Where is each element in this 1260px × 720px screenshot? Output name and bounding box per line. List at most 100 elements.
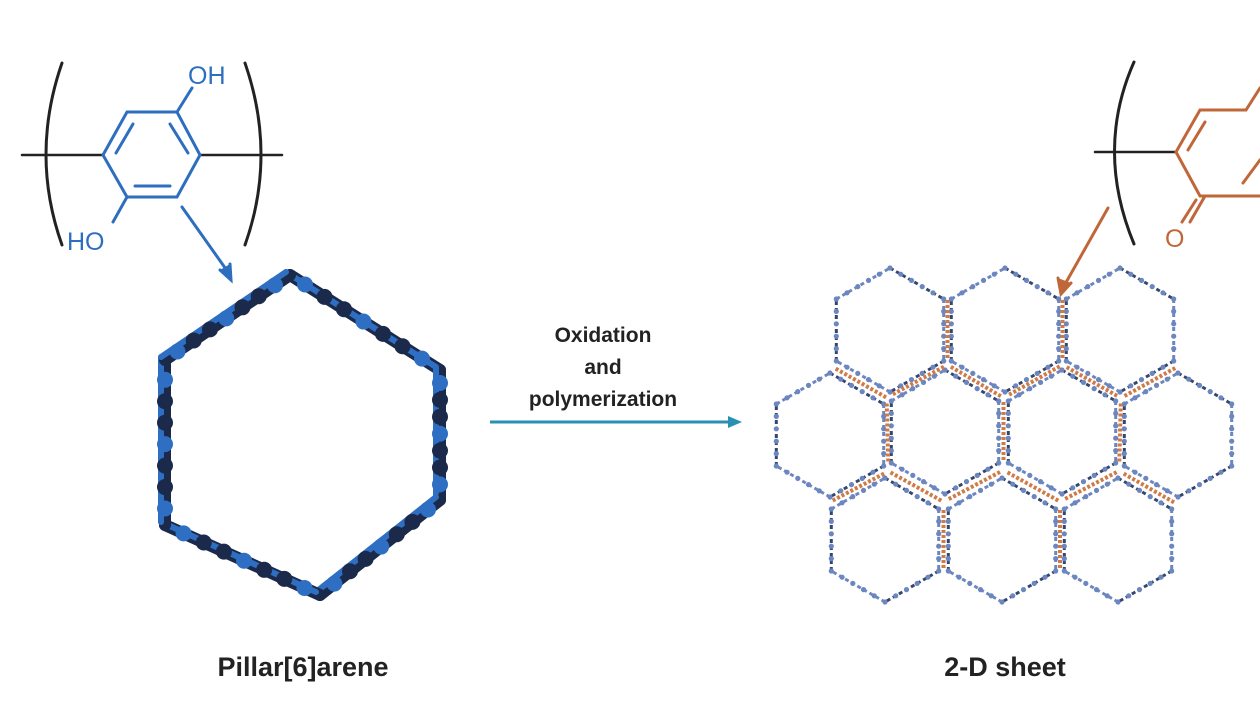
atom-bead (388, 526, 405, 543)
o-label: O (1165, 225, 1184, 253)
atom-bead (336, 301, 352, 318)
sheet-atom (1093, 587, 1100, 593)
sheet-atom (1106, 383, 1112, 389)
sheet-atom (1070, 485, 1076, 491)
sheet-atom (1138, 377, 1145, 383)
sheet-atom (1164, 488, 1170, 494)
sheet-atom (1037, 479, 1044, 485)
sheet-atom (859, 389, 865, 395)
sheet-atom (876, 383, 882, 389)
sheet-atom (865, 377, 872, 383)
sheet-atom (1147, 494, 1153, 500)
sheet-atom (859, 475, 865, 481)
sheet-atom (1128, 271, 1134, 277)
sheet-atom (848, 382, 855, 388)
sheet-atom (1031, 494, 1037, 500)
sheet-atom (898, 271, 904, 277)
reaction-conditions: Oxidation and polymerization (483, 320, 723, 416)
reaction-line-3: polymerization (528, 388, 678, 411)
sheet-atom (1016, 466, 1022, 472)
quinone-linker (946, 470, 1001, 502)
quinone-linker (1120, 470, 1176, 505)
sheet-atom (828, 568, 834, 574)
sheet-atom (919, 284, 925, 290)
sheet-atom (881, 426, 887, 432)
sheet-atom (828, 518, 834, 525)
sheet-atom (1080, 379, 1087, 385)
sheet-atom (844, 364, 850, 370)
sheet-atom (974, 472, 980, 478)
sheet-atom (893, 593, 899, 599)
sheet-atom (1063, 321, 1069, 327)
sheet-atom (1023, 377, 1030, 383)
atom-bead (157, 436, 173, 453)
sheet-atom (1149, 370, 1155, 376)
sheet-atom (1229, 451, 1235, 457)
sheet-atom (1218, 469, 1224, 475)
sheet-atom (970, 370, 976, 376)
sheet-atom (914, 494, 920, 500)
sheet-atom (1164, 376, 1170, 382)
atom-bead (185, 332, 202, 349)
atom-bead (157, 371, 173, 388)
sheet-atom (1169, 506, 1175, 512)
sheet-atom (920, 479, 927, 485)
atom-bead (432, 442, 448, 459)
sheet-atom (1138, 277, 1145, 283)
sheet-atom (988, 481, 994, 487)
sheet-atom (882, 599, 888, 605)
sheet-atom (991, 271, 997, 277)
sheet-atom (1171, 333, 1177, 339)
sheet-atom (936, 568, 942, 574)
sheet-atom (959, 364, 965, 370)
sheet-atom (980, 277, 987, 283)
sheet-atom (838, 376, 844, 382)
sheet-atom (1053, 556, 1059, 562)
sheet-atom (1169, 543, 1175, 549)
sheet-atom (1160, 290, 1166, 296)
sheet-atom (1053, 506, 1059, 512)
sheet-atom (1113, 460, 1119, 466)
atom-bead (157, 393, 173, 410)
sheet-atom (1207, 475, 1213, 481)
2d-sheet-model (773, 265, 1235, 605)
pillar6arene-model (157, 269, 448, 601)
sheet-atom (1113, 448, 1119, 454)
sheet-atom (1171, 346, 1177, 352)
sheet-atom (881, 451, 887, 457)
sheet-atom (1095, 277, 1102, 283)
sheet-atom (1063, 346, 1069, 352)
atom-bead (420, 501, 436, 518)
sheet-atom (948, 346, 954, 352)
atom-bead (414, 350, 430, 367)
sheet-atom (996, 448, 1002, 454)
sheet-atom (996, 423, 1002, 429)
sheet-atom (839, 574, 845, 580)
sheet-atom (773, 463, 779, 469)
sheet-atom (865, 277, 872, 283)
sheet-atom (1002, 389, 1008, 395)
sheet-atom (1102, 466, 1108, 472)
sheet-atom (945, 568, 951, 574)
sheet-atom (855, 284, 861, 290)
sheet-atom (1175, 370, 1181, 376)
sheet-atom (839, 500, 845, 506)
sheet-atom (1207, 389, 1213, 395)
sheet-atom (773, 401, 779, 407)
sheet-atom (1229, 438, 1235, 444)
sheet-atom (1056, 333, 1062, 339)
quinone-linker (887, 469, 943, 503)
sheet-atom (985, 392, 991, 398)
atom-bead (157, 479, 173, 496)
sheet-hexagon-edge (1001, 569, 1057, 604)
sheet-atom (1023, 277, 1030, 283)
sheet-atom (1053, 518, 1059, 525)
atom-bead (157, 500, 173, 517)
sheet-atom (953, 373, 959, 379)
sheet-atom (931, 373, 937, 379)
atom-bead (175, 525, 192, 542)
sheet-atom (1169, 568, 1175, 574)
atom-bead (357, 550, 374, 567)
sheet-atom (999, 599, 1005, 605)
sheet-hexagon-edge (884, 569, 940, 604)
